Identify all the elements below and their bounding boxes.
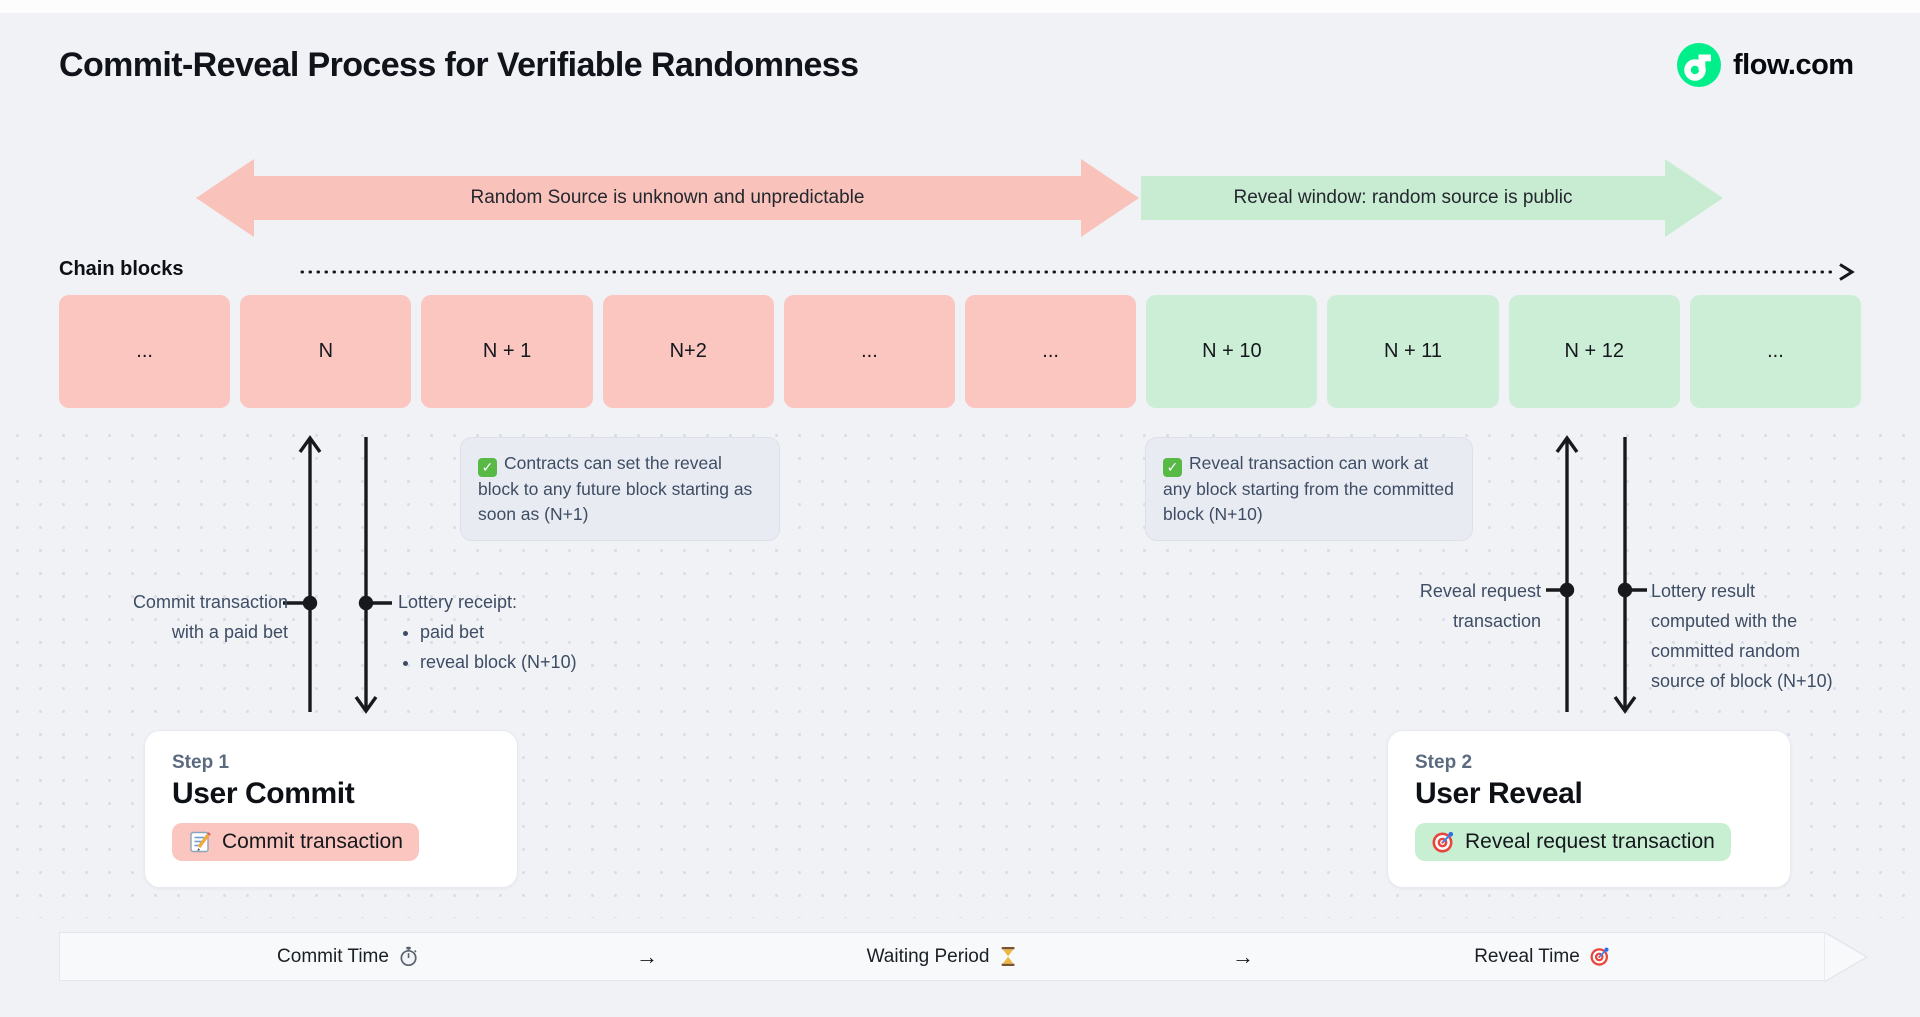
step2-card: Step 2 User Reveal Reveal request transa…	[1387, 730, 1791, 888]
brand-text: flow.com	[1733, 48, 1854, 81]
memo-icon	[188, 830, 212, 854]
chain-block: ...	[783, 295, 956, 408]
check-icon: ✓	[478, 457, 497, 477]
result-down-arrow	[1613, 437, 1647, 714]
commit-note-text: Contracts can set the reveal block to an…	[478, 453, 753, 525]
step2-badge-label: Reveal request transaction	[1465, 830, 1715, 853]
timeline-label: Commit Time	[277, 945, 389, 967]
timeline-arrow: →	[636, 943, 658, 969]
step2-eyebrow: Step 2	[1415, 752, 1473, 773]
target-icon	[1431, 830, 1455, 854]
chain-blocks-label: Chain blocks	[59, 258, 184, 280]
annotation-line: with a paid bet	[171, 622, 288, 642]
reveal-up-arrow	[1546, 435, 1579, 712]
timeline-label: Waiting Period	[866, 945, 990, 967]
step1-title: User Commit	[172, 777, 355, 810]
annotation-line: Reveal request	[1419, 581, 1541, 601]
reveal-request-badge: Reveal request transaction	[1415, 823, 1731, 861]
lottery-receipt-annotation: Lottery receipt: paid bet reveal block (…	[398, 587, 638, 677]
reveal-phase-label: Reveal window: random source is public	[1233, 187, 1573, 208]
chain-block: ...	[59, 295, 231, 408]
timeline-end-chevron	[1824, 931, 1868, 982]
annotation-line: computed with the	[1651, 611, 1798, 631]
step2-title: User Reveal	[1415, 777, 1583, 810]
chain-block: ...	[1689, 295, 1862, 408]
chain-block: N + 12	[1508, 295, 1680, 408]
step1-card: Step 1 User Commit Commit transaction	[144, 730, 518, 888]
timeline-waiting-period: Waiting Period	[867, 933, 1018, 980]
check-icon: ✓	[1163, 457, 1182, 477]
stopwatch-icon	[398, 946, 419, 967]
chain-block: N + 10	[1146, 295, 1318, 408]
chain-block: N + 11	[1327, 295, 1499, 408]
commit-phase-label: Random Source is unknown and unpredictab…	[470, 187, 865, 208]
commit-transaction-annotation: Commit transaction with a paid bet	[60, 587, 288, 647]
reveal-request-annotation: Reveal request transaction	[1330, 576, 1541, 636]
flow-logo-icon	[1677, 43, 1721, 87]
timeline-reveal-time: Reveal Time	[1474, 933, 1610, 980]
annotation-line: transaction	[1452, 611, 1541, 631]
chain-dotted-line	[300, 263, 1855, 281]
step1-badge-label: Commit transaction	[222, 830, 403, 853]
brand: flow.com	[1677, 43, 1854, 87]
commit-up-arrow	[283, 435, 322, 712]
list-item: reveal block (N+10)	[420, 647, 638, 677]
receipt-down-arrow	[354, 437, 392, 714]
list-item: paid bet	[420, 617, 638, 647]
reveal-phase-arrow	[1141, 159, 1723, 237]
commit-phase-arrow	[196, 159, 1139, 237]
lottery-receipt-list: paid bet reveal block (N+10)	[398, 617, 638, 677]
hourglass-icon	[998, 946, 1017, 967]
timeline-arrow: →	[1232, 943, 1254, 969]
chain-block: N	[240, 295, 412, 408]
top-strip	[0, 0, 1920, 13]
timeline-label: Reveal Time	[1474, 945, 1580, 967]
commit-note: ✓Contracts can set the reveal block to a…	[460, 437, 780, 542]
reveal-note-text: Reveal transaction can work at any block…	[1163, 453, 1454, 525]
annotation-line: committed random	[1651, 641, 1801, 661]
annotation-line: Lottery receipt:	[398, 592, 518, 612]
annotation-line: Commit transaction	[132, 592, 288, 612]
page-title: Commit-Reveal Process for Verifiable Ran…	[59, 46, 859, 84]
target-icon	[1589, 946, 1610, 967]
chain-block: N+2	[602, 295, 774, 408]
reveal-note: ✓Reveal transaction can work at any bloc…	[1145, 437, 1473, 542]
chain-block: ...	[965, 295, 1137, 408]
timeline-commit-time: Commit Time	[277, 933, 419, 980]
commit-transaction-badge: Commit transaction	[172, 823, 419, 861]
timeline-bar: Commit Time → Waiting Period	[59, 932, 1825, 981]
step1-eyebrow: Step 1	[172, 752, 230, 773]
annotation-line: Lottery result	[1651, 581, 1756, 601]
chain-blocks-row: ... N N + 1 N+2 ... ... N + 10 N + 11 N …	[59, 295, 1862, 408]
lottery-result-annotation: Lottery result computed with the committ…	[1651, 576, 1891, 696]
annotation-line: source of block (N+10)	[1651, 671, 1833, 691]
chain-block: N + 1	[421, 295, 593, 408]
